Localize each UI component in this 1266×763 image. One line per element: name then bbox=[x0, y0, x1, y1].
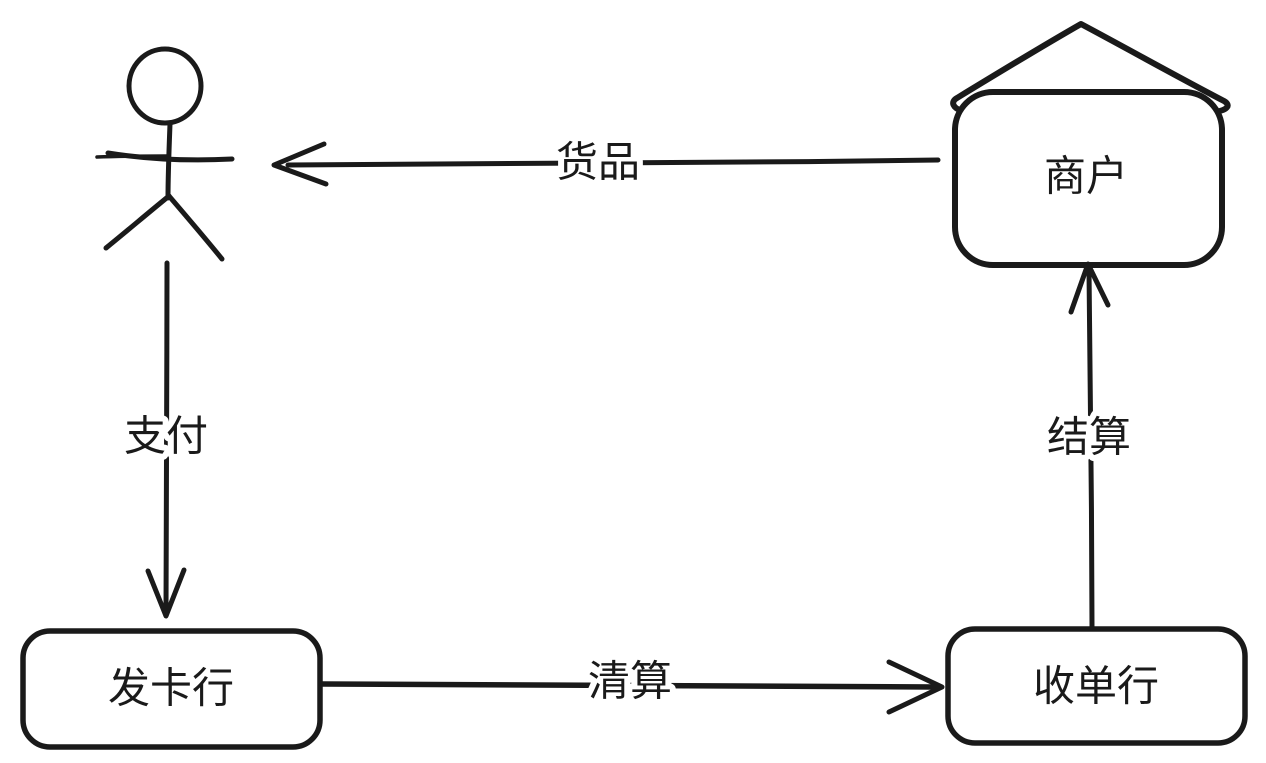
goods-arrowhead-left-icon bbox=[271, 141, 329, 187]
edge-clearing: 清算 bbox=[319, 652, 945, 715]
edge-goods: 货品 bbox=[271, 133, 941, 192]
stick-figure-head-icon bbox=[126, 46, 204, 126]
customer-actor bbox=[95, 46, 235, 262]
acquiring-bank-label: 收单行 bbox=[1033, 663, 1159, 710]
issuing-bank-node: 发卡行 bbox=[20, 628, 323, 750]
issuing-bank-label: 发卡行 bbox=[108, 665, 234, 712]
payment-edge-label: 支付 bbox=[124, 413, 208, 460]
stick-figure-right-leg bbox=[166, 193, 225, 262]
payment-arrowhead-down-icon bbox=[145, 567, 187, 619]
merchant-label: 商户 bbox=[1044, 153, 1128, 200]
acquiring-bank-node: 收单行 bbox=[945, 626, 1248, 746]
stick-figure-arms-overdraw bbox=[95, 154, 170, 159]
clearing-arrow-line bbox=[319, 681, 937, 690]
edge-payment: 支付 bbox=[118, 260, 214, 619]
settlement-arrowhead-up-icon bbox=[1068, 261, 1111, 315]
issuing-bank-box bbox=[20, 628, 323, 750]
merchant-roof bbox=[950, 21, 1231, 115]
goods-edge-label: 货品 bbox=[556, 139, 640, 186]
goods-arrow-line bbox=[285, 157, 941, 168]
merchant-node: 商户 bbox=[950, 21, 1231, 268]
settlement-arrow-line bbox=[1086, 267, 1095, 630]
payment-arrow-line bbox=[163, 260, 170, 616]
clearing-edge-label: 清算 bbox=[588, 658, 672, 705]
acquiring-bank-box bbox=[945, 626, 1248, 746]
stick-figure-left-leg bbox=[103, 193, 172, 251]
clearing-arrowhead-right-icon bbox=[886, 659, 945, 715]
stick-figure-body bbox=[165, 121, 173, 201]
settlement-edge-label: 结算 bbox=[1047, 414, 1131, 461]
edge-settlement: 结算 bbox=[1041, 261, 1137, 630]
